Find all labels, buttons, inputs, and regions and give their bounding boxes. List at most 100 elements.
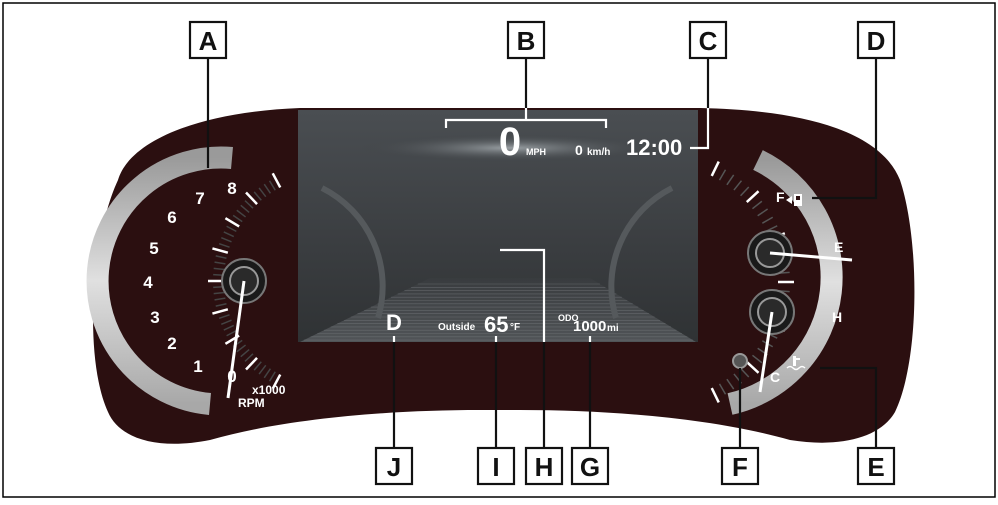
- tachometer-tick: [218, 242, 230, 248]
- right-gauge-tick: [761, 216, 774, 224]
- tachometer-tick: [240, 348, 250, 358]
- speed-secondary-value: 0: [575, 142, 583, 158]
- temp-gauge-needle: [758, 311, 774, 393]
- multi-information-display: 0 MPH 0 km/h D Outside 65 °F ODO 1000 mi: [298, 110, 698, 342]
- svg-text:E: E: [867, 452, 884, 482]
- svg-text:D: D: [867, 26, 886, 56]
- figure-frame: [2, 2, 996, 498]
- tachometer-tick: [221, 237, 232, 243]
- right-gauge-tick: [740, 186, 750, 197]
- right-gauge-tick: [710, 387, 720, 403]
- tachometer-needle: [226, 280, 246, 399]
- right-gauge-tick: [745, 361, 760, 374]
- tachometer-tick: [245, 357, 258, 371]
- tachometer-scale-label: 1: [193, 357, 202, 376]
- coolant-temperature-icon: [786, 356, 806, 371]
- right-gauge-tick: [757, 208, 769, 217]
- left-display-arc: [320, 185, 386, 319]
- tachometer-tick: [258, 187, 267, 198]
- gear-indicator: D: [386, 310, 402, 335]
- tachometer-tick: [223, 231, 235, 238]
- tachometer-tick: [223, 324, 235, 331]
- tachometer-tick: [263, 183, 272, 194]
- speed-unit: MPH: [526, 147, 546, 157]
- coolant-temp-gauge: H C: [749, 289, 842, 393]
- tachometer-scale-label: 3: [150, 308, 159, 327]
- right-gauge-ticks: [710, 161, 794, 403]
- fuel-gauge-needle: [769, 251, 853, 262]
- tachometer-multiplier: x1000: [252, 383, 286, 397]
- tachometer-tick: [245, 191, 258, 205]
- fuel-pump-icon: [786, 194, 802, 206]
- speed-glow: [360, 134, 660, 162]
- callout-c: C: [688, 20, 728, 60]
- fuel-gauge: F E: [747, 189, 853, 276]
- right-gauge-tick: [718, 383, 727, 395]
- tachometer: 012345678 x1000 RPM: [86, 146, 286, 415]
- tachometer-tick: [224, 217, 240, 228]
- tachometer-scale-label: 6: [167, 208, 176, 227]
- callout-d: D: [856, 20, 896, 60]
- svg-text:C: C: [699, 26, 718, 56]
- svg-text:F: F: [732, 452, 748, 482]
- odometer-unit: mi: [607, 323, 619, 334]
- right-gauge-tick: [726, 174, 735, 186]
- tachometer-tick: [213, 291, 225, 295]
- tachometer-tick: [253, 191, 262, 201]
- right-gauge-tick: [726, 378, 735, 390]
- right-display-arc: [608, 185, 674, 319]
- right-gauge-tick: [718, 169, 727, 181]
- tachometer-tick: [226, 329, 237, 337]
- svg-text:I: I: [492, 452, 499, 482]
- fuel-full-label: F: [776, 189, 785, 205]
- tachometer-tick: [232, 214, 243, 223]
- callout-e: E: [856, 446, 896, 486]
- tachometer-scale-label: 4: [143, 273, 153, 292]
- tachometer-tick: [212, 308, 229, 315]
- outside-temp-value: 65: [484, 312, 508, 337]
- svg-text:G: G: [580, 452, 600, 482]
- tachometer-tick: [268, 180, 276, 191]
- leader-d: [812, 58, 878, 200]
- tachometer-tick: [268, 371, 276, 382]
- tachometer-scale-label: 5: [149, 239, 158, 258]
- speed-value: 0: [499, 120, 521, 164]
- tachometer-tick: [253, 361, 262, 371]
- callout-b: B: [506, 20, 546, 60]
- tachometer-tick: [258, 364, 267, 375]
- right-gauge-tick: [740, 367, 750, 378]
- tachometer-ticks: [208, 172, 282, 390]
- tachometer-tick: [240, 204, 250, 214]
- tachometer-tick: [263, 368, 272, 379]
- temp-cold-label: C: [770, 369, 780, 385]
- callout-a: A: [188, 20, 228, 60]
- svg-text:J: J: [387, 452, 401, 482]
- tachometer-tick: [236, 344, 247, 353]
- tachometer-tick: [212, 247, 229, 254]
- tachometer-scale-label: 7: [195, 189, 204, 208]
- right-gauge-tick: [752, 354, 763, 364]
- tachometer-tick: [244, 200, 254, 209]
- tachometer-tick: [215, 303, 227, 307]
- fuel-temp-ring: [727, 150, 843, 415]
- leader-e: [820, 366, 878, 448]
- tachometer-tick: [226, 225, 237, 233]
- callout-f: F: [720, 446, 760, 486]
- callout-h: H: [524, 446, 564, 486]
- right-gauge-tick: [745, 190, 760, 203]
- road-lines: [303, 283, 693, 341]
- callout-g: G: [570, 446, 610, 486]
- svg-text:B: B: [517, 26, 536, 56]
- tachometer-tick: [215, 255, 227, 259]
- odometer-value: 1000: [573, 318, 606, 335]
- leader-h-upper: [500, 248, 546, 342]
- callout-leaders: [206, 58, 878, 448]
- tachometer-tick: [214, 261, 226, 265]
- speed-secondary-unit: km/h: [587, 147, 610, 158]
- tachometer-tick: [271, 172, 282, 188]
- tachometer-unit: RPM: [238, 396, 265, 410]
- leader-c-lower: [690, 108, 710, 150]
- callout-i: I: [476, 446, 516, 486]
